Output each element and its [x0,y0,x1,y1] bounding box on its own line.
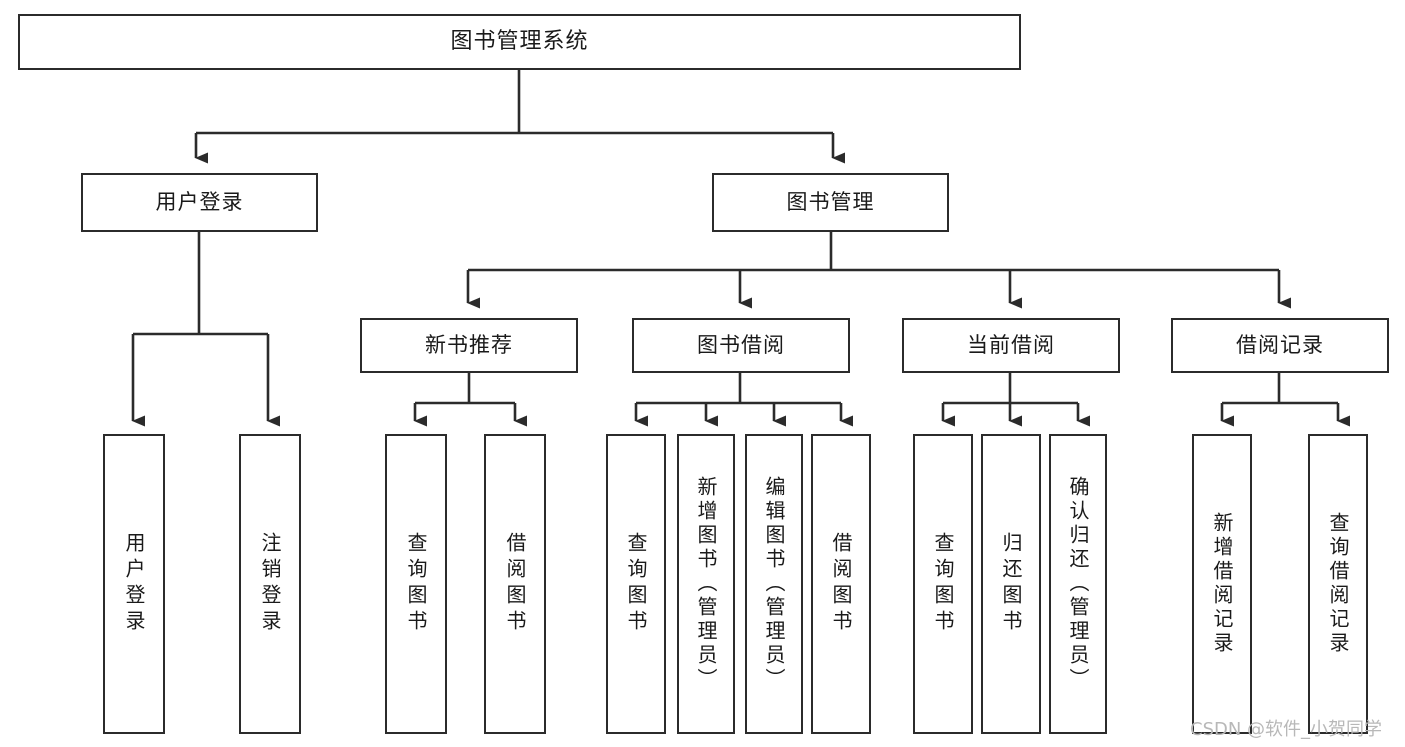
node-leaf-add-record[interactable]: 新增借阅记录 [1192,434,1252,734]
node-label: 新增借阅记录 [1210,512,1234,656]
node-label: 图书借阅 [697,333,785,357]
node-label: 查询图书 [931,532,955,636]
node-label: 注销登录 [258,532,282,636]
node-leaf-logout[interactable]: 注销登录 [239,434,301,734]
node-label: 确认归还（管理员） [1066,476,1090,692]
node-leaf-query-book-1[interactable]: 查询图书 [385,434,447,734]
node-label: 当前借阅 [967,333,1055,357]
node-book-borrow[interactable]: 图书借阅 [632,318,850,373]
node-leaf-return-book[interactable]: 归还图书 [981,434,1041,734]
node-leaf-query-book-2[interactable]: 查询图书 [606,434,666,734]
node-label: 查询图书 [624,532,648,636]
node-root-system[interactable]: 图书管理系统 [18,14,1021,70]
node-label: 借阅图书 [829,532,853,636]
node-current-borrow[interactable]: 当前借阅 [902,318,1120,373]
node-leaf-add-book[interactable]: 新增图书（管理员） [677,434,735,734]
node-leaf-borrow-book-2[interactable]: 借阅图书 [811,434,871,734]
node-label: 借阅图书 [503,532,527,636]
node-label: 借阅记录 [1236,333,1324,357]
node-label: 新书推荐 [425,333,513,357]
node-user-login[interactable]: 用户登录 [81,173,318,232]
node-borrow-record[interactable]: 借阅记录 [1171,318,1389,373]
node-leaf-confirm-return[interactable]: 确认归还（管理员） [1049,434,1107,734]
node-new-book-recommend[interactable]: 新书推荐 [360,318,578,373]
node-label: 归还图书 [999,532,1023,636]
node-label: 用户登录 [122,532,146,636]
node-label: 用户登录 [155,190,244,214]
node-leaf-borrow-book-1[interactable]: 借阅图书 [484,434,546,734]
node-label: 编辑图书（管理员） [762,476,786,692]
node-label: 新增图书（管理员） [694,476,718,692]
node-label: 查询借阅记录 [1326,512,1350,656]
csdn-watermark: CSDN @软件_小贺同学 [1190,719,1383,740]
node-label: 图书管理系统 [450,29,589,54]
node-book-manage[interactable]: 图书管理 [712,173,949,232]
node-label: 查询图书 [404,532,428,636]
node-leaf-user-login[interactable]: 用户登录 [103,434,165,734]
node-leaf-edit-book[interactable]: 编辑图书（管理员） [745,434,803,734]
node-label: 图书管理 [786,190,875,214]
node-leaf-query-book-3[interactable]: 查询图书 [913,434,973,734]
node-leaf-query-record[interactable]: 查询借阅记录 [1308,434,1368,734]
